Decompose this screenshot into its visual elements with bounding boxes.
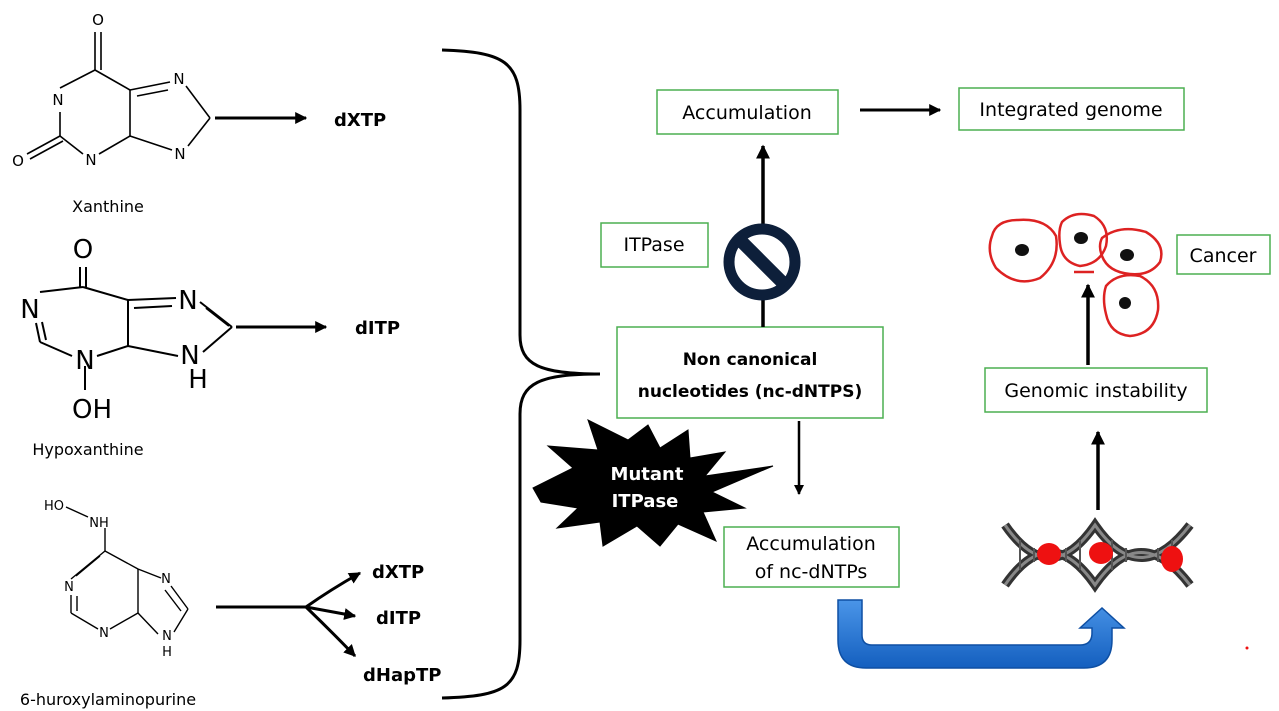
- accumulation-box: [656, 89, 839, 135]
- hypoxanthine-atom-n1: N: [20, 295, 39, 325]
- nc-nucleotides-line1: Non canonical: [683, 350, 818, 370]
- hypoxanthine-atom-n3: N: [75, 346, 94, 376]
- accumulation-nc-line2: of nc-dNTPs: [755, 561, 868, 583]
- cancer-box: [1176, 234, 1271, 275]
- dna-helix-icon: [1001, 517, 1194, 593]
- cancer-label: Cancer: [1190, 245, 1257, 267]
- hapurine-branch-arrows: [216, 571, 362, 658]
- hypoxanthine-structure: [35, 267, 233, 390]
- xanthine-atom-labels: O O N N N N: [12, 11, 186, 170]
- curly-brace: [441, 48, 601, 700]
- hapurine-product-dxtp: dXTP: [372, 562, 424, 583]
- xanthine-atom-n3: N: [85, 151, 96, 169]
- genomic-instability-label: Genomic instability: [1004, 380, 1187, 402]
- mutant-itpase-line1: Mutant: [611, 464, 684, 485]
- hapurine-atom-ho: HO: [44, 499, 64, 514]
- blue-curved-arrow: [837, 599, 1126, 669]
- accumulation-nc-box: [723, 526, 900, 588]
- hypoxanthine-atom-n9: N: [180, 341, 199, 371]
- cancer-cell-nuclei: [1015, 232, 1134, 309]
- xanthine-label: Xanthine: [72, 197, 144, 216]
- nc-nucleotides-box: [616, 326, 884, 419]
- itpase-label: ITPase: [623, 234, 684, 256]
- hypoxanthine-atom-h9: H: [188, 365, 208, 395]
- xanthine-atom-o-left: O: [12, 152, 24, 170]
- hapurine-atom-n7: N: [161, 572, 171, 587]
- nc-nucleotides-line2: nucleotides (nc-dNTPS): [638, 382, 862, 402]
- xanthine-structure: [26, 32, 211, 160]
- hapurine-atom-labels: HO NH N N N N H: [44, 499, 172, 660]
- hapurine-product-dhaptp: dHapTP: [363, 665, 441, 686]
- xanthine-product: dXTP: [334, 110, 386, 131]
- mutant-itpase-burst: [532, 419, 774, 547]
- hapurine-atom-n3: N: [99, 626, 109, 641]
- prohibited-icon: [723, 223, 801, 301]
- hapurine-atom-nh: NH: [89, 516, 109, 531]
- integrated-genome-box: [958, 87, 1185, 131]
- hapurine-atom-n9: N: [162, 629, 172, 644]
- hapurine-structure: [65, 506, 189, 635]
- mutant-itpase-line2: ITPase: [612, 491, 679, 512]
- hypoxanthine-atom-oh: OH: [72, 395, 112, 425]
- hapurine-atom-h9: H: [162, 645, 172, 660]
- stray-red-dot: [1245, 646, 1249, 650]
- itpase-box: [600, 222, 709, 268]
- hypoxanthine-atom-n7: N: [178, 286, 197, 316]
- hapurine-product-ditp: dITP: [376, 608, 421, 629]
- integrated-genome-label: Integrated genome: [979, 99, 1162, 121]
- xanthine-atom-n1: N: [52, 91, 63, 109]
- accumulation-label: Accumulation: [682, 102, 811, 124]
- xanthine-atom-n9: N: [174, 145, 185, 163]
- xanthine-atom-n7: N: [173, 70, 184, 88]
- hypoxanthine-atom-labels: O N N N N H OH: [20, 235, 208, 425]
- hapurine-atom-n1: N: [64, 580, 74, 595]
- hypoxanthine-atom-o-top: O: [73, 235, 93, 265]
- accumulation-nc-line1: Accumulation: [746, 533, 875, 555]
- hypoxanthine-label: Hypoxanthine: [32, 440, 143, 459]
- cancer-cells-icon: [988, 212, 1163, 338]
- hapurine-label: 6-huroxylaminopurine: [20, 690, 196, 709]
- genomic-instability-box: [984, 367, 1208, 413]
- hypoxanthine-product: dITP: [355, 318, 400, 339]
- xanthine-atom-o-top: O: [92, 11, 104, 29]
